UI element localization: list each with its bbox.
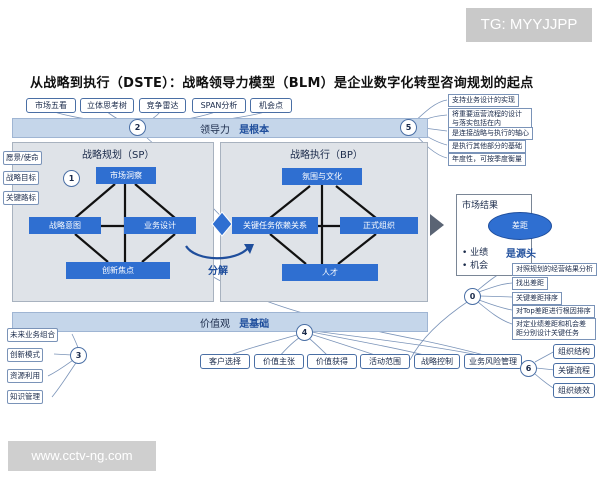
bullet-performance-text: 业绩 bbox=[470, 248, 489, 258]
gap-note-5: 对定业绩差距和机会差距分别设计关键任务 bbox=[512, 318, 596, 340]
leadership-band bbox=[12, 118, 428, 138]
pill-business-risk: 业务风险管理 bbox=[464, 354, 522, 369]
note-foundation: 是执行其他部分的基础 bbox=[448, 140, 526, 153]
circle-6: 6 bbox=[520, 360, 537, 377]
label-future-portfolio: 未来业务组合 bbox=[7, 328, 58, 342]
pill-competition-radar: 竞争雷达 bbox=[139, 98, 186, 113]
values-band bbox=[12, 312, 428, 332]
source-emphasis: 是源头 bbox=[506, 249, 536, 260]
label-strategic-goal: 战略目标 bbox=[3, 171, 39, 185]
label-knowledge-mgmt: 知识管理 bbox=[7, 390, 43, 404]
node-business-design: 业务设计 bbox=[124, 217, 196, 234]
pill-value-capture: 价值获得 bbox=[307, 354, 357, 369]
gap-note-3: 关键差距排序 bbox=[512, 292, 562, 305]
leadership-text: 领导力 bbox=[200, 125, 230, 136]
pill-span-analysis: SPAN分析 bbox=[192, 98, 246, 113]
pill-opportunity: 机会点 bbox=[250, 98, 292, 113]
pill-thinking-tree: 立体思考树 bbox=[80, 98, 134, 113]
bullet-opportunity: • 机会 bbox=[462, 261, 489, 271]
label-key-milestone: 关键路标 bbox=[3, 191, 39, 205]
node-talent: 人才 bbox=[282, 264, 378, 281]
gap-note-5-text: 对定业绩差距和机会差距分别设计关键任务 bbox=[516, 320, 586, 337]
gap-note-2: 找出差距 bbox=[512, 277, 548, 290]
tag-key-process: 关键流程 bbox=[553, 363, 595, 378]
watermark-top: TG: MYYJJPP bbox=[466, 8, 592, 42]
node-climate-culture: 氛围与文化 bbox=[282, 168, 362, 185]
tag-org-structure: 组织结构 bbox=[553, 344, 595, 359]
node-formal-org: 正式组织 bbox=[340, 217, 418, 234]
node-market-insight: 市场洞察 bbox=[96, 167, 156, 184]
gap-label: 差距 bbox=[512, 221, 528, 230]
circle-0: 0 bbox=[464, 288, 481, 305]
circle-2: 2 bbox=[129, 119, 146, 136]
circle-1: 1 bbox=[63, 170, 80, 187]
tag-org-performance: 组织绩效 bbox=[553, 383, 595, 398]
page-title: 从战略到执行（DSTE）：战略领导力模型（BLM）是企业数字化转型咨询规划的起点 bbox=[30, 76, 534, 91]
leadership-emphasis: 是根本 bbox=[239, 125, 270, 136]
values-label: 价值观 是基础 bbox=[200, 315, 269, 330]
label-resource-use: 资源利用 bbox=[7, 369, 43, 383]
values-emphasis: 是基础 bbox=[239, 319, 270, 330]
pill-strategic-control: 战略控制 bbox=[414, 354, 460, 369]
note-process-design-text: 将重要运营流程的设计与落实包括在内 bbox=[452, 110, 522, 127]
values-text: 价值观 bbox=[200, 319, 230, 330]
pill-activity-scope: 活动范围 bbox=[360, 354, 410, 369]
label-innovation-mode: 创新模式 bbox=[7, 348, 43, 362]
node-strategic-intent: 战略意图 bbox=[29, 217, 101, 234]
bullet-performance: • 业绩 bbox=[462, 248, 489, 258]
circle-3: 3 bbox=[70, 347, 87, 364]
watermark-bottom: www.cctv-ng.com bbox=[8, 441, 156, 471]
bullet-opportunity-text: 机会 bbox=[470, 261, 489, 271]
market-result-title: 市场结果 bbox=[462, 201, 499, 211]
link-diamond bbox=[211, 211, 233, 237]
node-critical-tasks: 关键任务依赖关系 bbox=[232, 217, 318, 234]
node-innovation-focus: 创新焦点 bbox=[66, 262, 170, 279]
note-annual: 年度性，可按季度衡量 bbox=[448, 153, 526, 166]
sp-title: 战略规划（SP） bbox=[82, 150, 155, 161]
pill-customer-selection: 客户选择 bbox=[200, 354, 250, 369]
note-axis: 是连接战略与执行的轴心 bbox=[448, 127, 533, 140]
gap-note-4: 对Top差距进行根因排序 bbox=[512, 305, 595, 318]
pill-value-proposition: 价值主张 bbox=[254, 354, 304, 369]
note-support-design: 支持业务设计的实现 bbox=[448, 94, 519, 107]
circle-5: 5 bbox=[400, 119, 417, 136]
gap-note-1: 对照规划的经营结果分析 bbox=[512, 263, 597, 276]
label-vision-mission: 愿景/使命 bbox=[3, 151, 42, 165]
gap-ellipse: 差距 bbox=[488, 212, 552, 240]
pill-market-five-views: 市场五看 bbox=[26, 98, 76, 113]
decompose-label: 分解 bbox=[208, 266, 228, 277]
bp-title: 战略执行（BP） bbox=[290, 150, 363, 161]
circle-4: 4 bbox=[296, 324, 313, 341]
leadership-label: 领导力 是根本 bbox=[200, 121, 269, 136]
